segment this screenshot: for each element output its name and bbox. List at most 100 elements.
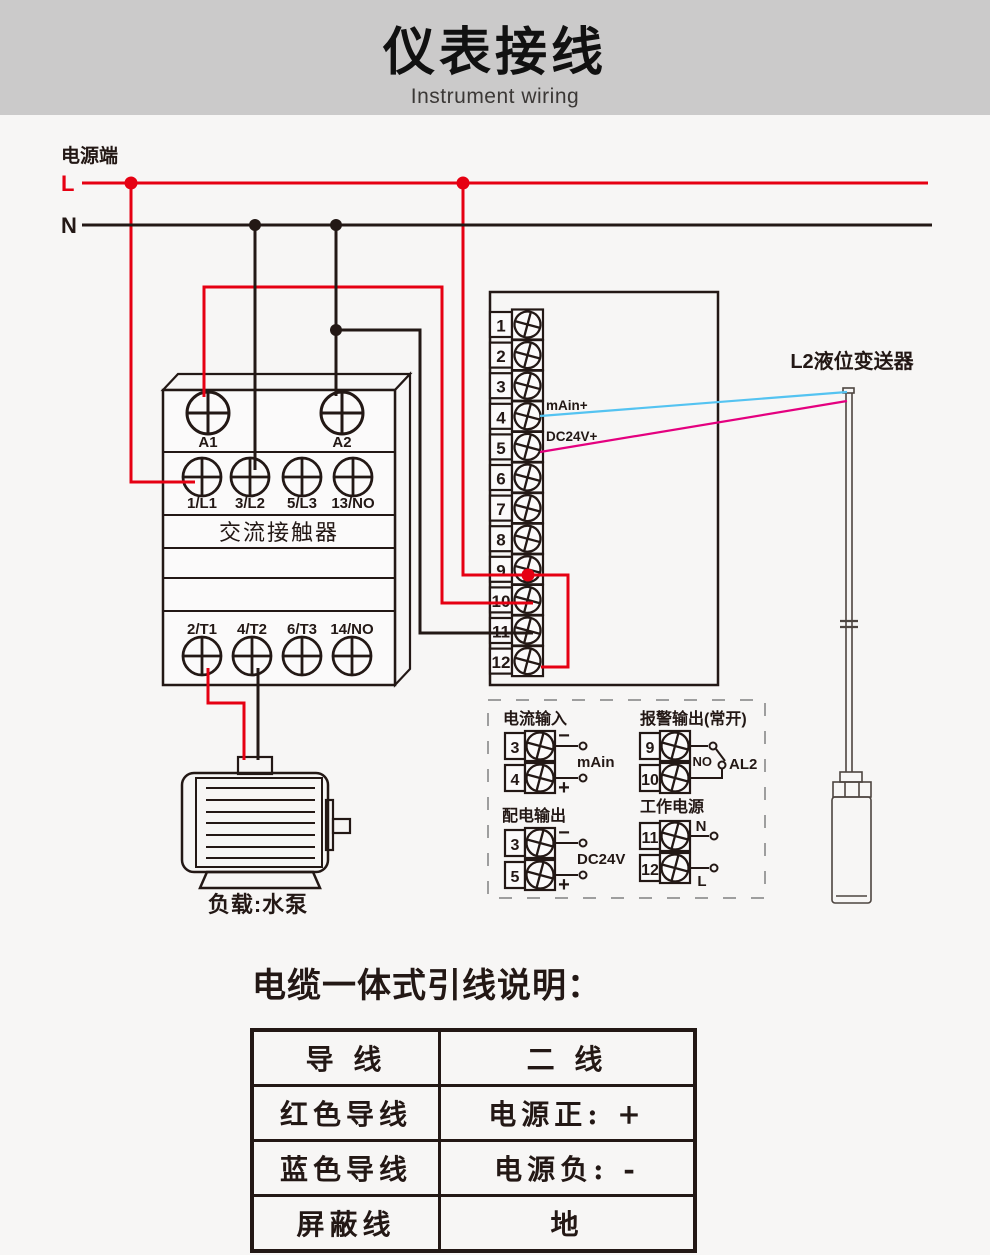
detail-terminal-number: 10: [641, 772, 659, 789]
neutral-line-label: N: [61, 213, 77, 238]
page-header: 仪表接线 Instrument wiring: [0, 0, 990, 115]
terminal-number: 1: [496, 317, 505, 336]
motor-shaft: [331, 817, 352, 835]
screw-terminal-icon: [331, 635, 373, 677]
screw-terminal-icon: [513, 310, 542, 339]
table-cell: 地: [438, 1194, 697, 1253]
table-row: 导 线 二 线: [250, 1028, 697, 1087]
power-output-plus: +: [558, 874, 570, 896]
screw-terminal-icon: [332, 456, 374, 498]
input-terminal-5l3: 5/L3: [287, 495, 317, 512]
motor-base: [198, 870, 322, 890]
alarm-output-group: 报警输出(常开) NO AL2: [640, 709, 757, 779]
terminal-number: 3: [496, 378, 505, 397]
output-terminal-4t2: 4/T2: [237, 621, 267, 638]
table-cell: 二 线: [438, 1028, 697, 1087]
screw-terminal-icon: [525, 828, 555, 858]
alarm-no-label: NO: [693, 754, 713, 769]
terminal-number: 7: [496, 500, 505, 519]
screw-terminal-icon: [660, 731, 690, 761]
load-label: 负载:水泵: [208, 892, 308, 917]
current-input-plus: +: [558, 777, 570, 799]
input-terminal-1l1: 1/L1: [187, 495, 217, 512]
detail-terminal-number: 11: [642, 830, 659, 847]
working-power-title: 工作电源: [640, 797, 704, 816]
power-terminal-label: 电源端: [61, 144, 118, 167]
power-output-group: 配电输出 − + DC24V: [502, 806, 625, 896]
output-terminal-6t3: 6/T3: [287, 621, 317, 638]
transmitter-label: L2液位变送器: [790, 349, 914, 373]
table-row: 蓝色导线 电源负: -: [250, 1139, 697, 1197]
detail-terminal-number: 5: [511, 869, 520, 886]
cable-lead-title: 电缆一体式引线说明：: [252, 966, 602, 1006]
output-terminal-14no: 14/NO: [330, 621, 374, 638]
terminal-number: 12: [492, 653, 511, 672]
table-cell: 电源正: +: [438, 1084, 697, 1142]
ac-contactor: A1 A2 1/L1 3/L2 5/L3 13/NO 交流接触器 2/T1 4/…: [160, 371, 413, 688]
power-output-title: 配电输出: [502, 806, 566, 825]
probe-cable-top: [842, 387, 855, 394]
screw-terminal-icon: [660, 853, 690, 883]
working-power-l: L: [697, 873, 706, 890]
current-input-group: 电流输入 − + mAin: [503, 709, 615, 799]
table-cell: 屏蔽线: [250, 1194, 441, 1253]
detail-terminal-number: 3: [511, 740, 520, 757]
probe-neck: [839, 771, 863, 783]
table-cell: 蓝色导线: [250, 1139, 441, 1197]
screw-terminal-icon: [319, 390, 365, 436]
terminal-number: 5: [496, 439, 505, 458]
terminal-number: 8: [496, 531, 505, 550]
signal-wire-pink: [539, 399, 848, 454]
working-power-group: 工作电源 N L: [640, 797, 719, 890]
screw-terminal-icon: [660, 821, 690, 851]
screw-terminal-icon: [525, 731, 555, 761]
screw-terminal-icon: [513, 463, 542, 492]
terminal-number: 9: [496, 561, 505, 580]
coil-terminal-a2: A2: [332, 434, 351, 451]
screw-terminal-icon: [281, 456, 323, 498]
detail-terminal-number: 3: [511, 837, 520, 854]
output-terminal-2t1: 2/T1: [187, 621, 217, 638]
current-input-signal: mAin: [577, 754, 615, 771]
screw-terminal-icon: [513, 340, 542, 370]
terminal-number: 6: [496, 470, 505, 489]
contactor-dividers: [163, 451, 395, 612]
screw-terminal-icon: [513, 585, 542, 615]
screw-terminal-icon: [185, 390, 231, 436]
screw-terminal-icon: [525, 860, 555, 890]
alarm-switch: [690, 741, 727, 779]
screw-terminal-icon: [660, 763, 690, 793]
screw-terminal-icon: [513, 402, 542, 431]
signal-wire-blue: [539, 390, 848, 418]
screw-terminal-icon: [513, 371, 542, 400]
probe-cap: [832, 781, 872, 798]
alarm-al2-label: AL2: [729, 756, 757, 773]
motor-fins: [206, 787, 315, 859]
input-terminal-3l2: 3/L2: [235, 495, 265, 512]
input-terminal-13no: 13/NO: [331, 495, 375, 512]
black-junction-dots: [249, 219, 342, 336]
screw-terminal-icon: [513, 646, 542, 676]
cable-lead-table: 导 线 二 线 红色导线 电源正: + 蓝色导线 电源负: - 屏蔽线 地: [250, 1028, 697, 1253]
red-junction-dots: [124, 176, 535, 582]
live-line-label: L: [61, 171, 74, 196]
probe-body: [831, 796, 872, 904]
terminal-detail-box: [487, 699, 766, 899]
neutral-wires-black: [82, 223, 932, 760]
screw-terminal-icon: [181, 456, 223, 498]
working-power-n: N: [696, 818, 707, 835]
terminal-number: 10: [492, 592, 511, 611]
motor-pump: [180, 755, 352, 890]
table-cell: 电源负: -: [438, 1139, 697, 1197]
screw-terminal-icon: [229, 456, 271, 498]
contactor-screws: [181, 390, 374, 677]
contactor-name: 交流接触器: [219, 520, 339, 545]
screw-terminal-icon: [231, 635, 273, 677]
detail-terminal-number: 12: [641, 862, 659, 879]
screw-terminal-icon: [525, 763, 555, 793]
detail-terminal-number: 4: [511, 772, 520, 789]
table-cell: 导 线: [250, 1028, 441, 1087]
